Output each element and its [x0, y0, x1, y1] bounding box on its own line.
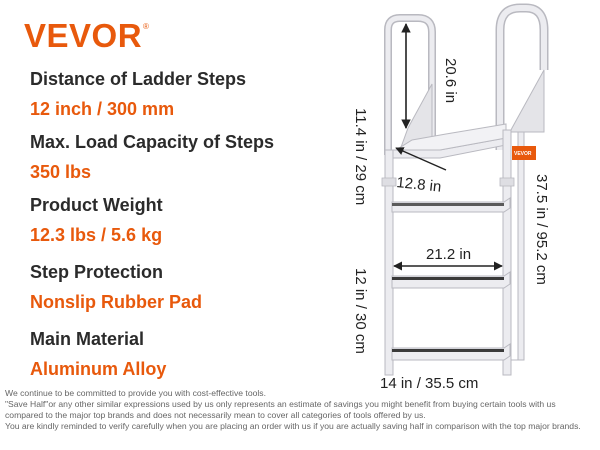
dim-step-spacing: 12 in / 30 cm	[352, 268, 369, 354]
tag-text: VEVOR	[514, 151, 532, 157]
footer-line: compared to the major top brands and doe…	[5, 410, 426, 420]
ladder-illustration: VEVOR 20.6 in 11.4 in / 29 cm 12.8 in 37…	[352, 3, 550, 392]
logo-text: VEVOR	[24, 17, 143, 54]
footer-disclaimer: We continue to be committed to provide y…	[5, 388, 600, 432]
dim-handrail-height: 20.6 in	[442, 58, 459, 103]
spec-item-step-protection: Step Protection Nonslip Rubber Pad	[30, 261, 202, 313]
spec-value: Nonslip Rubber Pad	[30, 292, 203, 312]
dim-top-step-depth: 12.8 in	[396, 174, 443, 196]
dim-step-width: 21.2 in	[426, 246, 471, 263]
spec-label: Product Weight	[30, 195, 163, 215]
spec-item-weight: Product Weight 12.3 lbs / 5.6 kg	[30, 194, 163, 246]
left-rail	[384, 149, 394, 376]
dim-total-height: 37.5 in / 95.2 cm	[533, 174, 550, 285]
footer-line: We continue to be committed to provide y…	[5, 388, 266, 398]
spec-item-load-capacity: Max. Load Capacity of Steps 350 lbs	[30, 131, 274, 183]
spec-value: 350 lbs	[30, 162, 92, 182]
registered-mark: ®	[143, 22, 149, 31]
spec-item-step-distance: Distance of Ladder Steps 12 inch / 300 m…	[30, 68, 246, 120]
footer-line: "Save Half"or any other similar expressi…	[5, 399, 556, 409]
spec-value: Aluminum Alloy	[30, 359, 167, 379]
footer-line: You are kindly reminded to verify carefu…	[5, 421, 581, 431]
spec-label: Max. Load Capacity of Steps	[30, 132, 275, 152]
spec-value: 12 inch / 300 mm	[30, 99, 175, 119]
dim-base-width: 14 in / 35.5 cm	[380, 375, 478, 392]
spec-label: Step Protection	[30, 262, 164, 282]
brand-logo: VEVOR ®	[24, 18, 149, 54]
step-upper	[391, 197, 511, 213]
spec-value: 12.3 lbs / 5.6 kg	[30, 225, 163, 245]
spec-label: Distance of Ladder Steps	[30, 69, 247, 89]
spec-item-material: Main Material Aluminum Alloy	[30, 328, 166, 380]
dim-top-gap: 11.4 in / 29 cm	[352, 108, 369, 205]
step-middle	[391, 271, 511, 289]
right-rail	[502, 129, 512, 376]
step-lower	[391, 343, 511, 361]
brand-tag: VEVOR	[512, 146, 536, 160]
spec-label: Main Material	[30, 329, 145, 349]
right-mount-bracket	[509, 69, 545, 133]
